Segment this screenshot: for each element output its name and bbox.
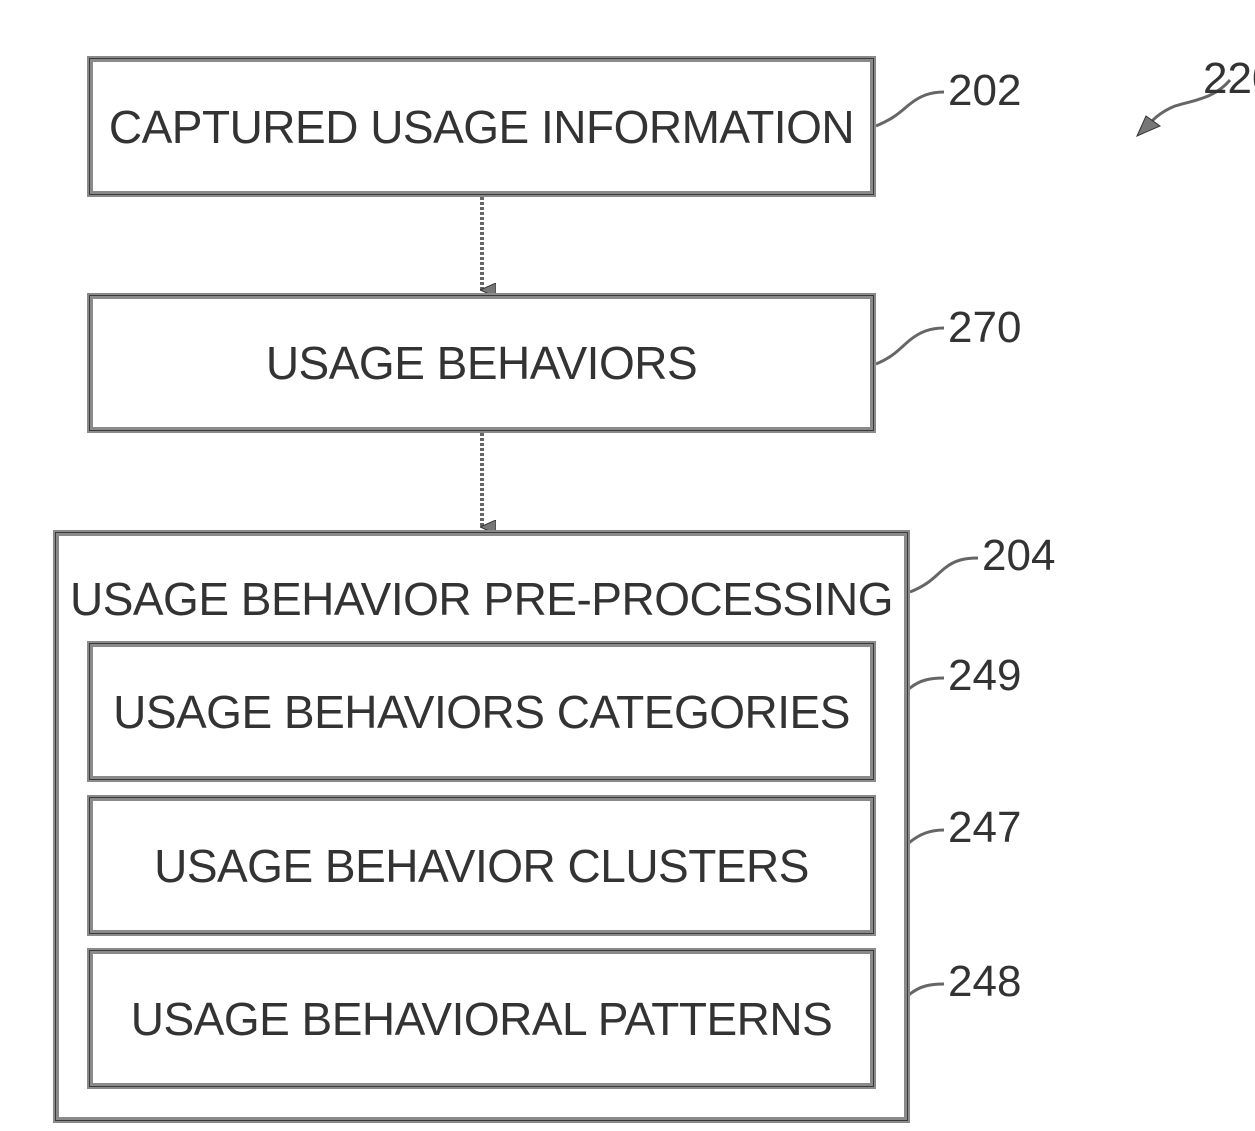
figure-ref-number-220: 220: [1203, 54, 1255, 104]
usage-behaviors-categories-label: USAGE BEHAVIORS CATEGORIES: [113, 685, 850, 739]
leader-line-204: [910, 558, 978, 592]
usage-behavior-clusters-label: USAGE BEHAVIOR CLUSTERS: [154, 839, 809, 893]
usage-behavioral-patterns-box: USAGE BEHAVIORAL PATTERNS: [87, 948, 876, 1089]
captured-usage-information-label: CAPTURED USAGE INFORMATION: [109, 100, 854, 154]
figure-ref-arrowhead: [1137, 116, 1160, 136]
usage-behavior-clusters-box: USAGE BEHAVIOR CLUSTERS: [87, 795, 876, 936]
captured-usage-information-box: CAPTURED USAGE INFORMATION: [87, 56, 876, 197]
usage-behaviors-label: USAGE BEHAVIORS: [266, 336, 697, 390]
usage-behavior-preprocessing-title: USAGE BEHAVIOR PRE-PROCESSING: [59, 572, 904, 626]
leader-line-202: [876, 92, 944, 126]
ref-number-248: 248: [948, 957, 1021, 1007]
usage-behavioral-patterns-label: USAGE BEHAVIORAL PATTERNS: [131, 992, 833, 1046]
ref-number-249: 249: [948, 651, 1021, 701]
leader-line-270: [876, 328, 944, 364]
ref-number-270: 270: [948, 303, 1021, 353]
ref-number-247: 247: [948, 803, 1021, 853]
usage-behaviors-categories-box: USAGE BEHAVIORS CATEGORIES: [87, 641, 876, 782]
ref-number-204: 204: [982, 531, 1055, 581]
usage-behaviors-box: USAGE BEHAVIORS: [87, 293, 876, 433]
ref-number-202: 202: [948, 66, 1021, 116]
